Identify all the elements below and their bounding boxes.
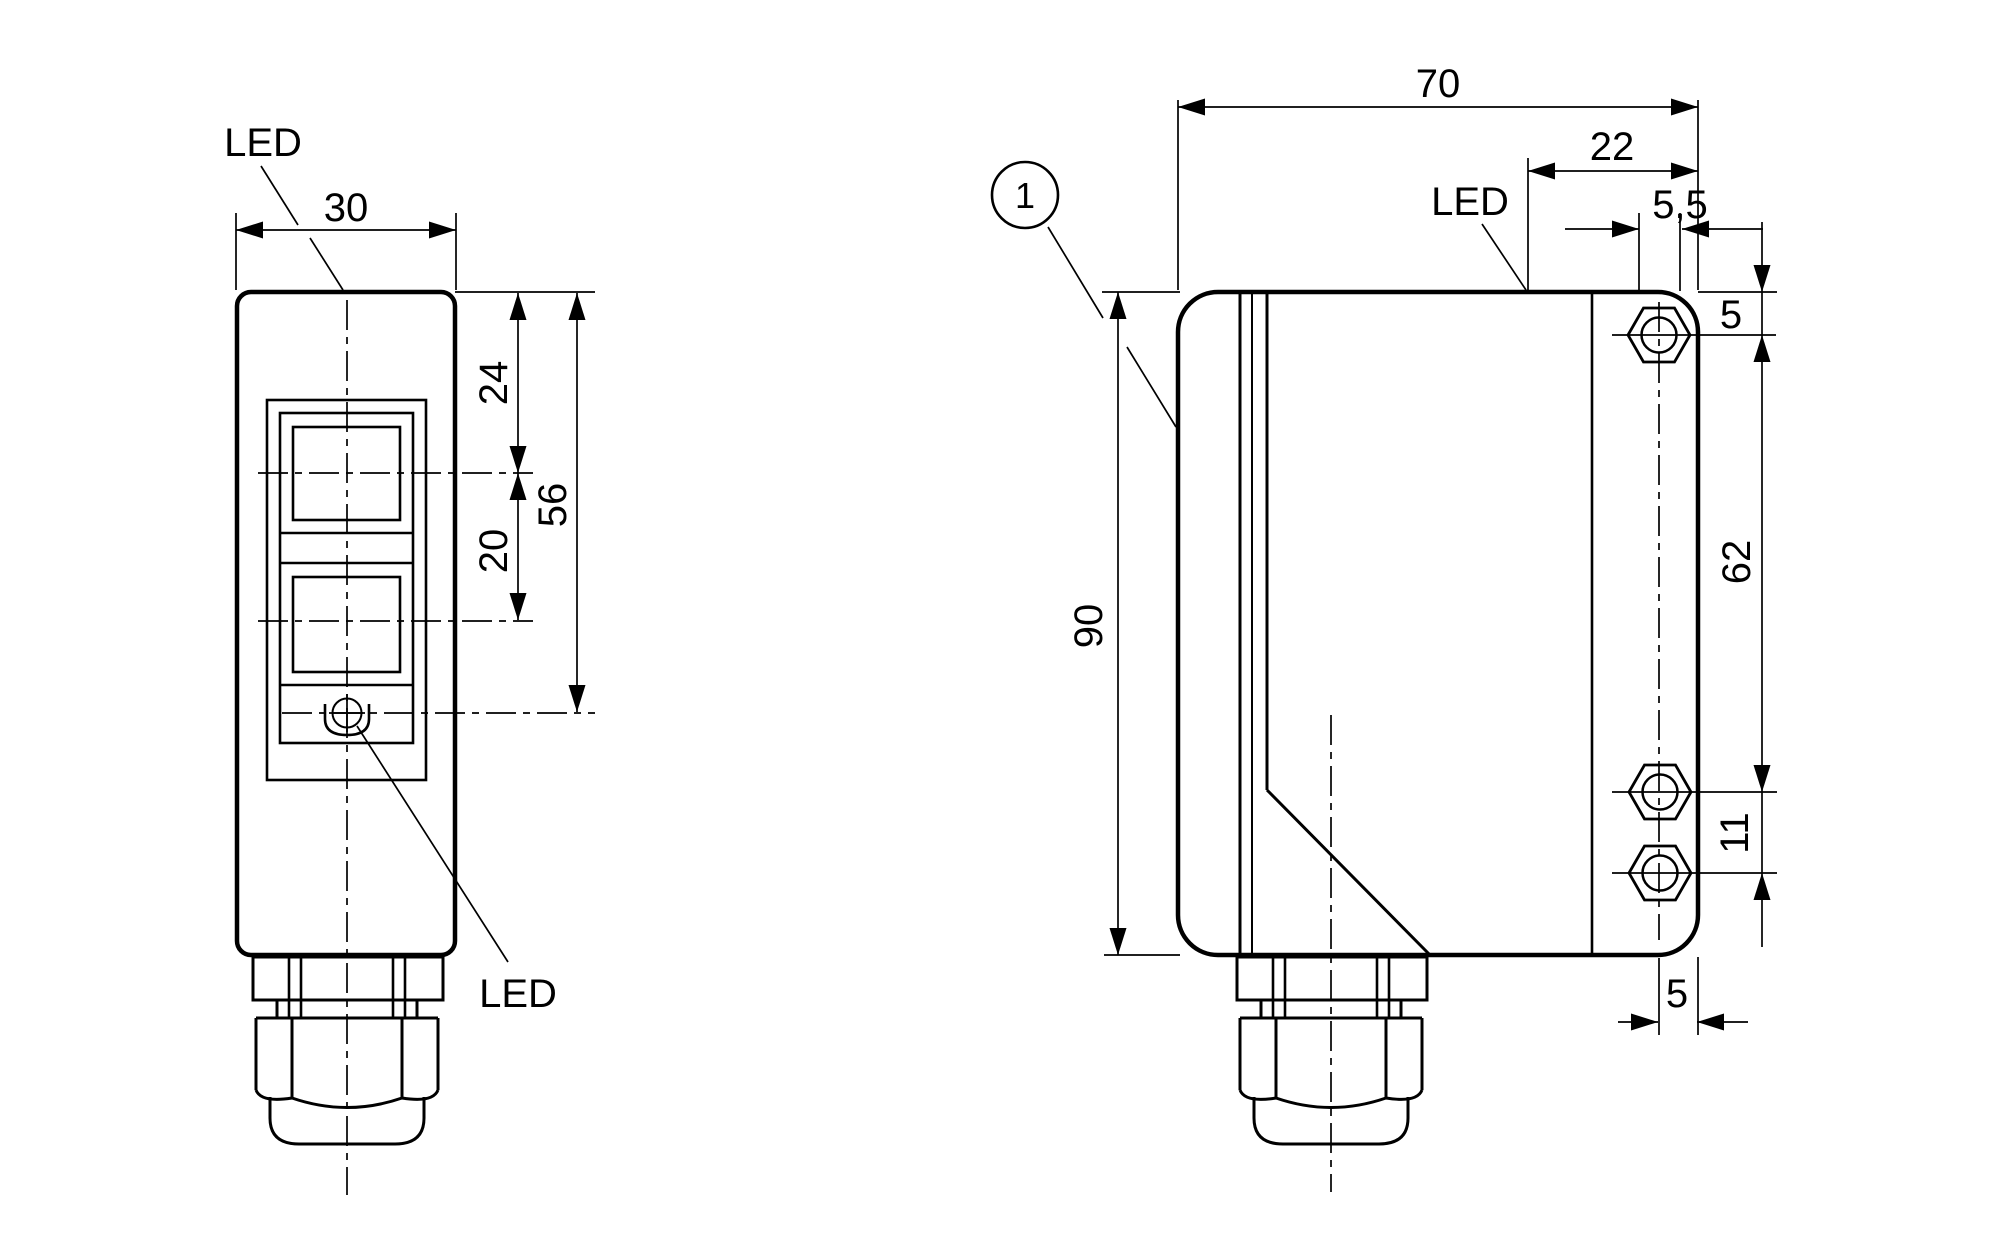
dim-screw-column: 5 62 11 <box>1713 222 1771 947</box>
dim-label-90: 90 <box>1067 604 1111 649</box>
dim-front-lens-offsets: 24 20 <box>472 293 527 620</box>
side-led-label: LED <box>1431 180 1527 291</box>
side-led-label-text: LED <box>1431 180 1509 224</box>
led-label-bottom-text: LED <box>479 972 557 1016</box>
dim-side-height: 90 <box>1067 292 1127 955</box>
side-view: 70 22 5,5 5 62 11 <box>990 62 1777 1192</box>
side-center-lines <box>1612 302 1777 1035</box>
dim-label-5-5: 5,5 <box>1652 183 1708 227</box>
dim-label-20: 20 <box>472 529 516 574</box>
front-view: 30 24 20 56 LED LED <box>224 121 595 1195</box>
front-led-label-top: LED <box>224 121 344 291</box>
dim-hole-diameter: 5,5 <box>1565 183 1763 238</box>
front-housing-outline <box>234 289 458 958</box>
dim-rear-offset: 5 <box>1618 972 1748 1031</box>
dim-label-22: 22 <box>1590 125 1635 169</box>
dim-front-width: 30 <box>236 186 456 239</box>
dim-label-62: 62 <box>1715 540 1759 585</box>
front-extension-lines <box>235 213 595 293</box>
led-label-top-text: LED <box>224 121 302 165</box>
dim-label-70: 70 <box>1416 62 1461 106</box>
dim-label-56: 56 <box>531 483 575 528</box>
dim-label-30: 30 <box>324 186 369 230</box>
dim-front-led-offset: 56 <box>531 293 586 712</box>
callout-1-circle <box>990 160 1060 230</box>
callout-1-number: 1 <box>1015 175 1035 216</box>
front-center-lines <box>258 300 595 1195</box>
dim-label-5-top: 5 <box>1720 293 1742 337</box>
front-cable-gland <box>251 955 445 1146</box>
side-face-lines <box>1238 292 1432 957</box>
dim-label-5-bottom: 5 <box>1666 972 1688 1016</box>
dim-label-24: 24 <box>472 361 516 406</box>
dim-side-width: 70 <box>1178 62 1698 116</box>
side-bevel-edge <box>1265 788 1432 957</box>
dim-led-position: 22 <box>1528 125 1698 180</box>
front-led-label-bottom: LED <box>356 725 557 1016</box>
side-cable-gland <box>1235 955 1429 1146</box>
dim-label-11: 11 <box>1713 812 1757 854</box>
callout-1: 1 <box>990 160 1177 428</box>
side-housing-outline <box>1175 289 1701 958</box>
